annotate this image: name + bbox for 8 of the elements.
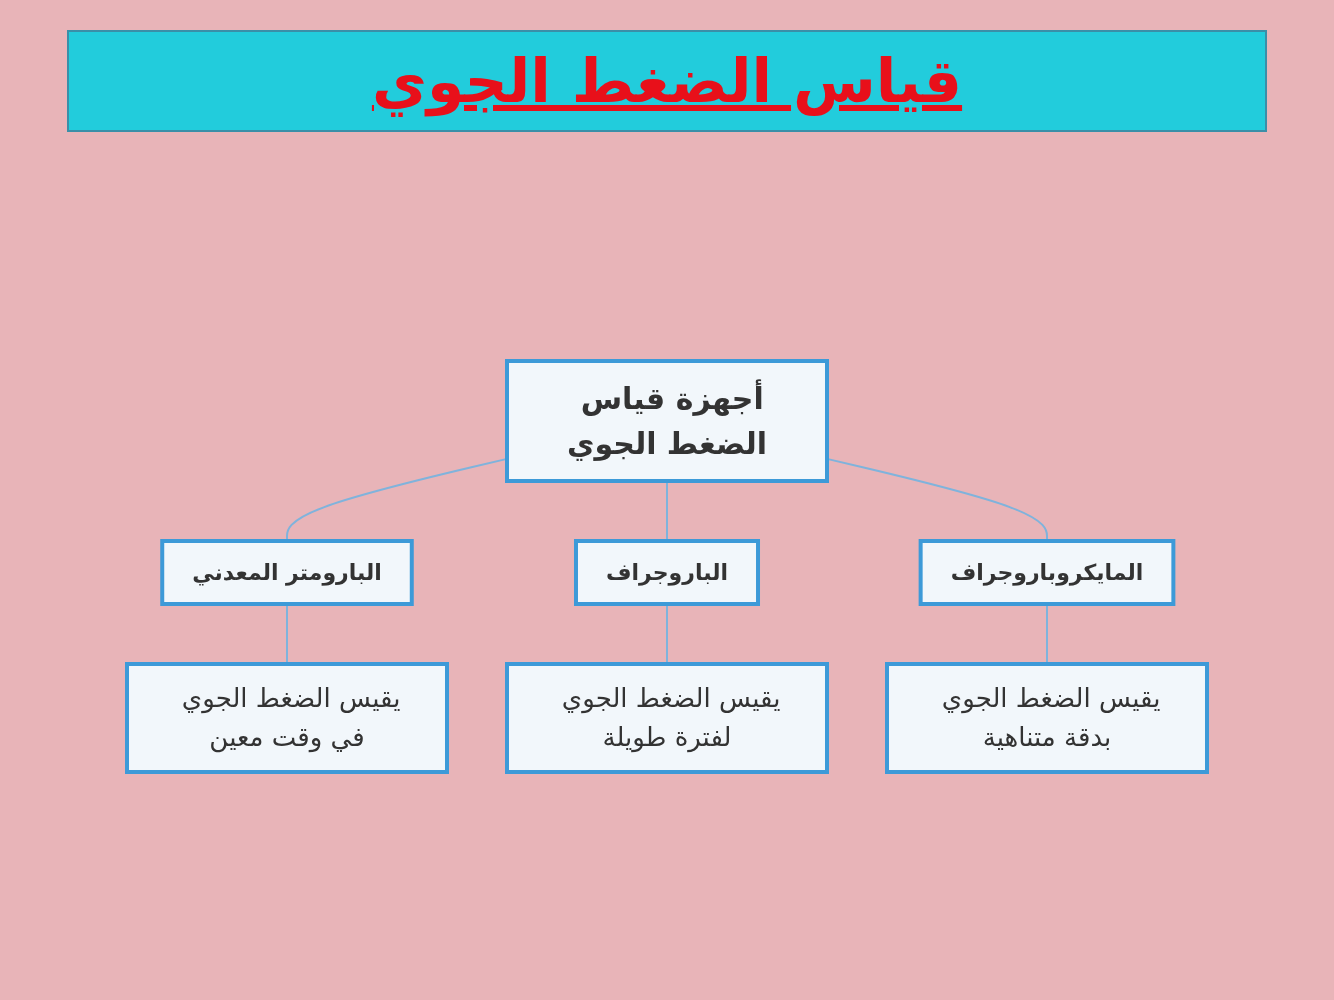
node-box: يقيس الضغط الجوي بدقة متناهية: [885, 661, 1209, 774]
title: قياس الضغط الجوي: [371, 46, 963, 116]
node-box: يقيس الضغط الجوي في وقت معين: [125, 661, 449, 774]
node-box: المايكروباروجراف: [918, 538, 1176, 606]
node-box: البارومتر المعدني: [160, 538, 414, 606]
node-box: الباروجراف: [574, 538, 760, 606]
node-box: يقيس الضغط الجوي لفترة طويلة: [505, 661, 829, 774]
node-box: أجهزة قياس الضغط الجوي: [505, 358, 829, 483]
